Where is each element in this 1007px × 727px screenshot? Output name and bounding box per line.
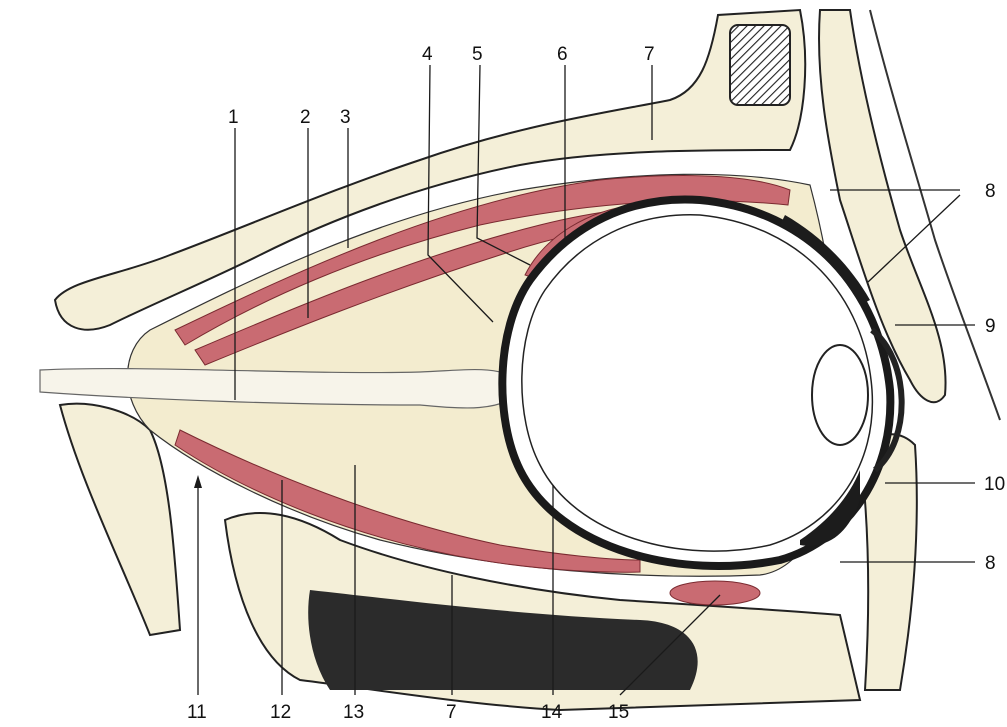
label-3: 3	[340, 107, 351, 128]
label-7-bottom: 7	[446, 702, 457, 723]
label-8-upper: 8	[985, 181, 996, 202]
label-2: 2	[300, 107, 311, 128]
optic-nerve	[40, 369, 520, 408]
label-15: 15	[608, 702, 629, 723]
label-7-top: 7	[644, 44, 655, 65]
label-9: 9	[985, 316, 996, 337]
label-14: 14	[541, 702, 563, 723]
label-11: 11	[187, 702, 207, 723]
label-10: 10	[984, 474, 1005, 495]
label-8-lower: 8	[985, 553, 996, 574]
frontal-sinus	[730, 25, 790, 105]
label-6: 6	[557, 44, 568, 65]
label-12: 12	[270, 702, 291, 723]
inferior-oblique-muscle	[670, 581, 760, 605]
label-5: 5	[472, 44, 483, 65]
label-1: 1	[228, 107, 239, 128]
label-4: 4	[422, 44, 433, 65]
label-13: 13	[343, 702, 364, 723]
lens	[812, 345, 868, 445]
